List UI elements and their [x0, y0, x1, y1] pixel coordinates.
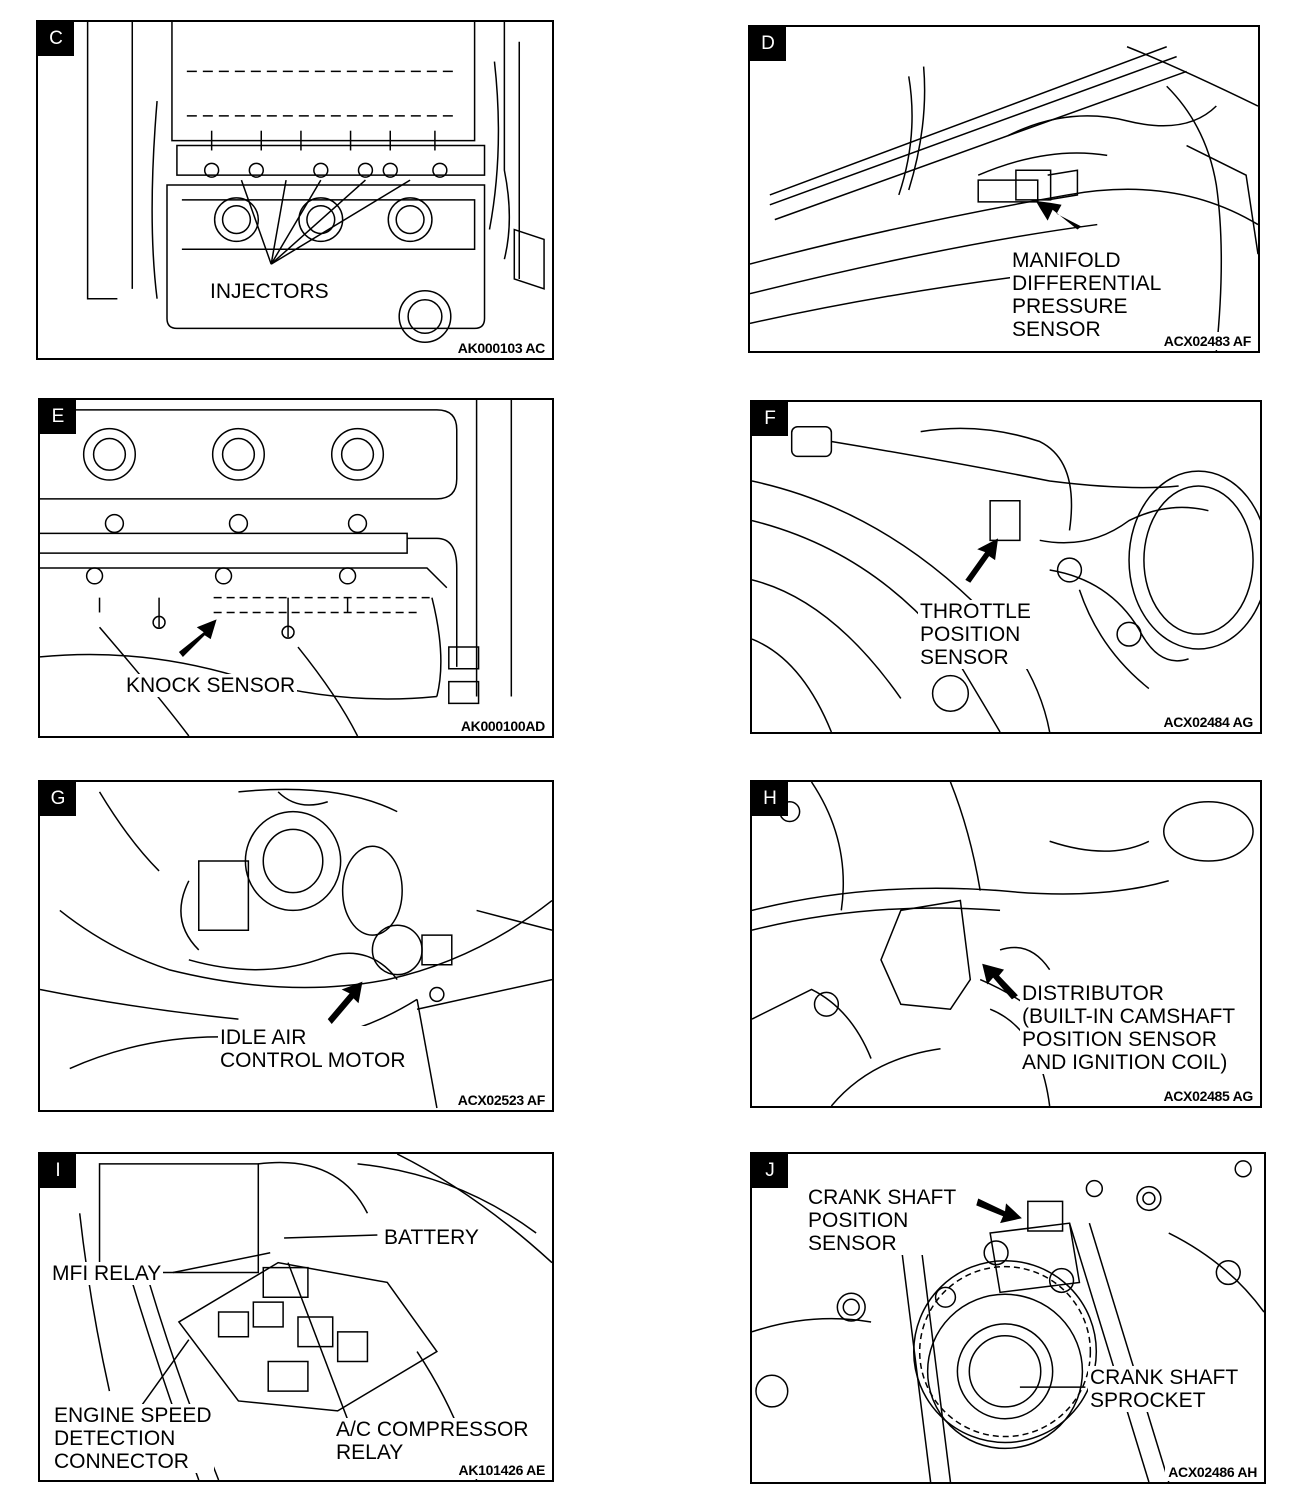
- throttle-position-sensor-label: THROTTLE POSITION SENSOR: [918, 600, 1033, 669]
- panel-letter: I: [40, 1154, 76, 1188]
- leader-lines: [139, 1235, 377, 1425]
- ac-compressor-relay-label: A/C COMPRESSOR RELAY: [334, 1418, 531, 1464]
- panel-letter: H: [752, 782, 788, 816]
- arrow-pointer: [327, 981, 363, 1025]
- figure-code: ACX02484 AG: [1160, 713, 1256, 731]
- panel-d: D MANIFOLD DIFFERENTIAL PRESSURE SENSOR …: [748, 25, 1260, 353]
- figure-code: AK000100AD: [457, 717, 548, 735]
- panel-letter: J: [752, 1154, 788, 1188]
- panel-e: E KNOCK SENSOR AK000100AD: [38, 398, 554, 738]
- panel-c: C INJECTORS AK000103 AC: [36, 20, 554, 360]
- panel-letter: E: [40, 400, 76, 434]
- distributor-illustration: [752, 782, 1260, 1106]
- idle-air-control-motor-label: IDLE AIR CONTROL MOTOR: [218, 1026, 408, 1072]
- crankshaft-illustration: [752, 1154, 1264, 1482]
- engine-injectors-illustration: [38, 22, 552, 358]
- engine-speed-detection-connector-label: ENGINE SPEED DETECTION CONNECTOR: [52, 1404, 214, 1473]
- crank-shaft-position-sensor-label: CRANK SHAFT POSITION SENSOR: [806, 1186, 959, 1255]
- arrow-pointer: [1035, 200, 1082, 230]
- throttle-sensor-illustration: [752, 402, 1260, 732]
- manifold-differential-pressure-sensor-label: MANIFOLD DIFFERENTIAL PRESSURE SENSOR: [1010, 249, 1164, 341]
- injectors-label: INJECTORS: [208, 280, 331, 303]
- injector-leader-lines: [241, 180, 410, 264]
- panel-f: F THROTTLE POSITION SENSOR ACX02484 AG: [750, 400, 1262, 734]
- manifold-sensor-illustration: [750, 27, 1258, 351]
- panel-letter: D: [750, 27, 786, 61]
- figure-code: AK000103 AC: [454, 339, 548, 357]
- knock-sensor-label: KNOCK SENSOR: [124, 674, 298, 697]
- crank-shaft-sprocket-label: CRANK SHAFT SPROCKET: [1088, 1366, 1241, 1412]
- figure-code: ACX02486 AH: [1165, 1463, 1260, 1481]
- panel-g: G IDLE AIR CONTROL MOTOR ACX02523 AF: [38, 780, 554, 1112]
- arrow-pointer: [976, 1198, 1022, 1224]
- figure-code: ACX02483 AF: [1160, 332, 1254, 350]
- figure-code: AK101426 AE: [455, 1461, 548, 1479]
- arrow-pointer: [965, 538, 999, 583]
- knock-sensor-illustration: [40, 400, 552, 736]
- arrow-pointer: [178, 619, 217, 657]
- arrow-pointer: [982, 963, 1018, 1000]
- panel-i: I BATTERY MFI RELAY ENGINE SPEED DETECTI…: [38, 1152, 554, 1482]
- panel-h: H DISTRIBUTOR (BUILT-IN CAMSHAFT POSITIO…: [750, 780, 1262, 1108]
- distributor-label: DISTRIBUTOR (BUILT-IN CAMSHAFT POSITION …: [1020, 982, 1238, 1074]
- panel-letter: F: [752, 402, 788, 436]
- figure-code: ACX02485 AG: [1160, 1087, 1256, 1105]
- panel-letter: C: [38, 22, 74, 56]
- panel-j: J CRANK SHAFT POSITION SENSOR CRANK SHAF…: [750, 1152, 1266, 1484]
- battery-label: BATTERY: [382, 1226, 481, 1249]
- figure-code: ACX02523 AF: [454, 1091, 548, 1109]
- panel-letter: G: [40, 782, 76, 816]
- mfi-relay-label: MFI RELAY: [50, 1262, 164, 1285]
